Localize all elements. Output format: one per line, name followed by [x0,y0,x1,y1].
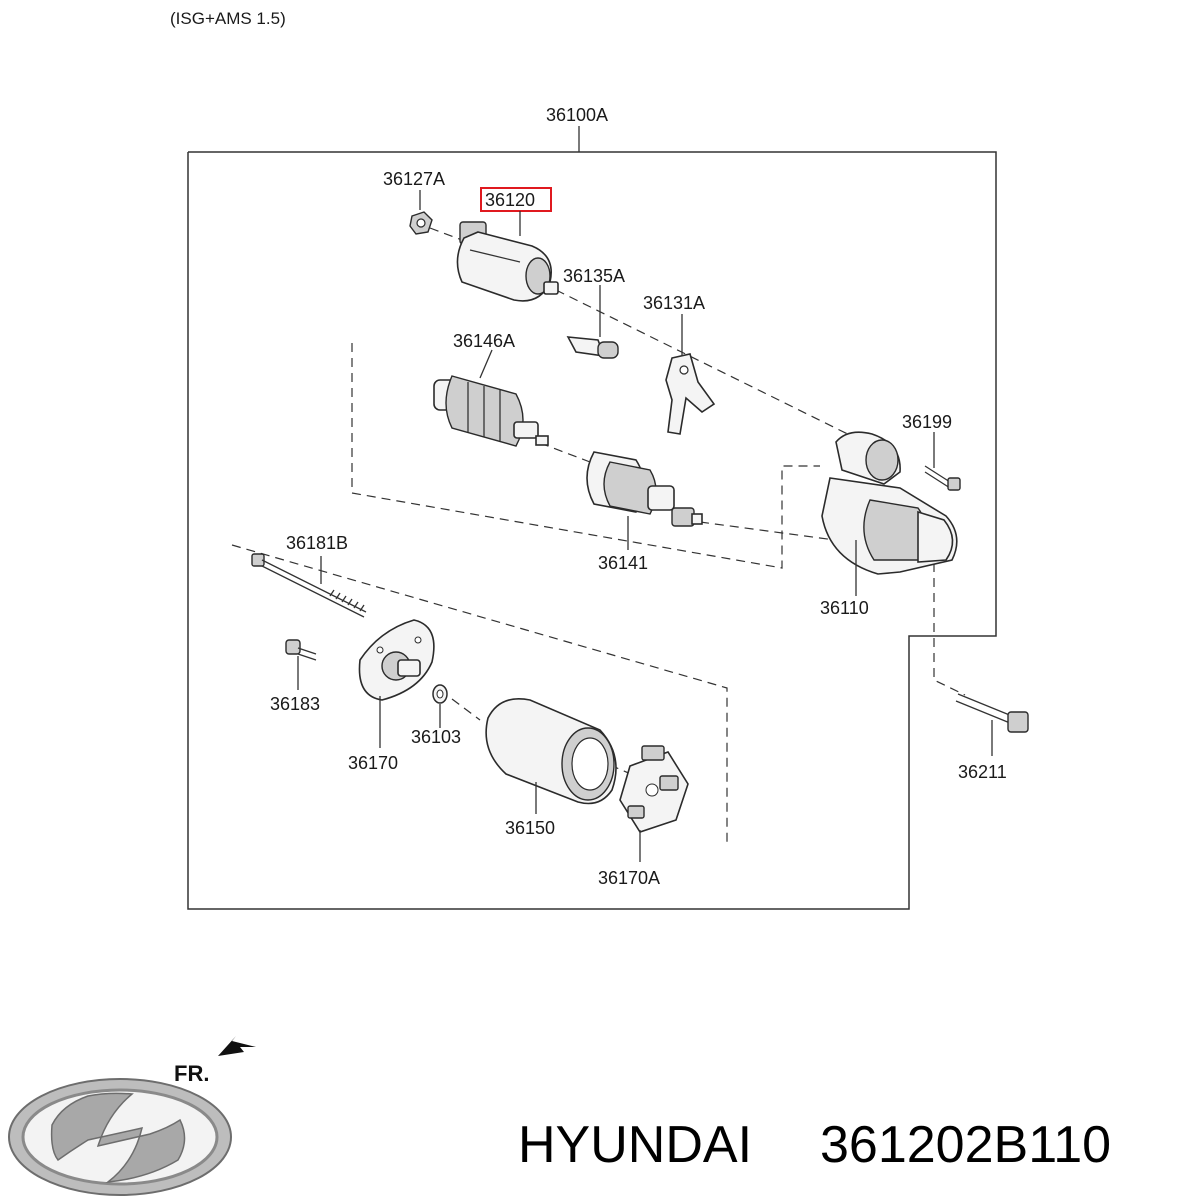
front-indicator: FR. [174,1061,209,1086]
bolt-path-outline [933,548,966,696]
lever-36131A[interactable] [665,353,716,435]
hyundai-logo-icon [8,1078,232,1196]
variant-note: (ISG+AMS 1.5) [170,9,286,28]
rear-cover-36170[interactable] [358,619,435,701]
label-36199[interactable]: 36199 [902,412,952,432]
pinion-clutch-36141[interactable] [586,451,703,527]
label-36110[interactable]: 36110 [820,598,869,618]
brand-name: HYUNDAI [518,1116,752,1174]
front-arrow-icon [218,1036,256,1056]
label-36211[interactable]: 36211 [958,762,1007,782]
through-bolt-36181B[interactable] [251,553,367,618]
solenoid-36120[interactable] [456,221,559,302]
label-36120[interactable]: 36120 [485,190,535,210]
label-36146A[interactable]: 36146A [453,331,515,351]
highlight-box-36120 [480,187,552,212]
label-36127A[interactable]: 36127A [383,169,445,189]
armature-36146A[interactable] [433,375,549,447]
label-36141[interactable]: 36141 [598,553,648,573]
screw-36183[interactable] [285,639,317,661]
label-36183[interactable]: 36183 [270,694,320,714]
washer-36103[interactable] [432,684,448,704]
part-number: 361202B110 [820,1116,1111,1174]
rear-group-outline [231,544,728,842]
assembly-frame [187,126,997,910]
label-36181B[interactable]: 36181B [286,533,348,553]
armature-group-outline [351,343,820,569]
label-36100A[interactable]: 36100A [546,105,608,125]
label-36135A[interactable]: 36135A [563,266,625,286]
front-housing-36110[interactable] [821,431,958,575]
plunger-36135A[interactable] [566,336,619,359]
label-36131A[interactable]: 36131A [643,293,705,313]
screw-36199[interactable] [924,465,961,491]
yoke-36150[interactable] [485,698,617,805]
label-36170[interactable]: 36170 [348,753,398,773]
label-36103[interactable]: 36103 [411,727,461,747]
bolt-36211[interactable] [955,693,1029,733]
label-36170A[interactable]: 36170A [598,868,660,888]
label-36150[interactable]: 36150 [505,818,555,838]
brush-holder-36170A[interactable] [619,745,689,833]
nut-36127A[interactable] [409,211,433,235]
